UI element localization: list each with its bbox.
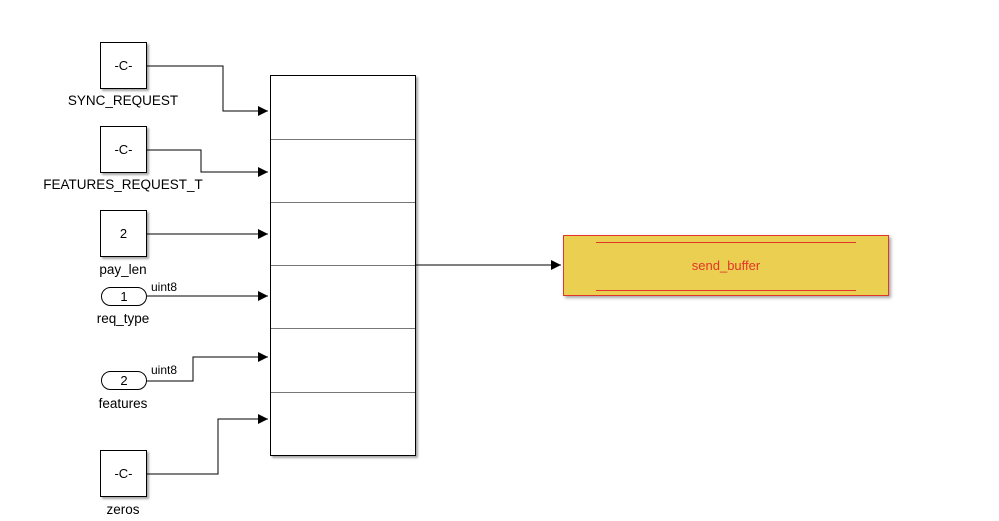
concat-divider [271, 392, 415, 393]
signal-sync-request[interactable] [147, 65, 268, 116]
concat-divider [271, 202, 415, 203]
signal-type-label-features: uint8 [151, 363, 178, 377]
port-number: 1 [120, 289, 128, 304]
concat-divider [271, 265, 415, 266]
concat-divider [271, 139, 415, 140]
vector-concatenate-block[interactable] [270, 75, 416, 456]
block-name-features[interactable]: features [98, 396, 148, 411]
constant-block-sync-request[interactable]: -C- [100, 42, 147, 89]
signal-features[interactable] [147, 352, 268, 382]
data-store-write-send-buffer[interactable]: send_buffer [563, 235, 889, 296]
constant-block-features-request[interactable]: -C- [100, 126, 147, 173]
constant-value: 2 [119, 226, 128, 241]
inport-block-features[interactable]: 2 [101, 371, 147, 390]
signal-zeros[interactable] [147, 414, 268, 475]
signal-type-label-req-type: uint8 [151, 280, 178, 294]
block-name-zeros[interactable]: zeros [106, 502, 140, 517]
signal-features-request[interactable] [147, 149, 268, 177]
constant-value: -C- [114, 466, 133, 481]
inport-block-req-type[interactable]: 1 [101, 287, 147, 306]
block-name-sync-request[interactable]: SYNC_REQUEST [67, 93, 179, 108]
data-store-name: send_buffer [691, 258, 761, 273]
constant-value: -C- [114, 58, 133, 73]
store-bottom-rule [596, 290, 856, 291]
constant-value: -C- [114, 142, 133, 157]
block-name-features-request[interactable]: FEATURES_REQUEST_T [43, 177, 203, 192]
port-number: 2 [120, 373, 128, 388]
concat-divider [271, 328, 415, 329]
store-top-rule [596, 242, 856, 243]
constant-block-zeros[interactable]: -C- [100, 450, 147, 497]
block-name-req-type[interactable]: req_type [96, 311, 150, 326]
constant-block-pay-len[interactable]: 2 [100, 210, 147, 257]
block-name-pay-len[interactable]: pay_len [99, 262, 147, 277]
